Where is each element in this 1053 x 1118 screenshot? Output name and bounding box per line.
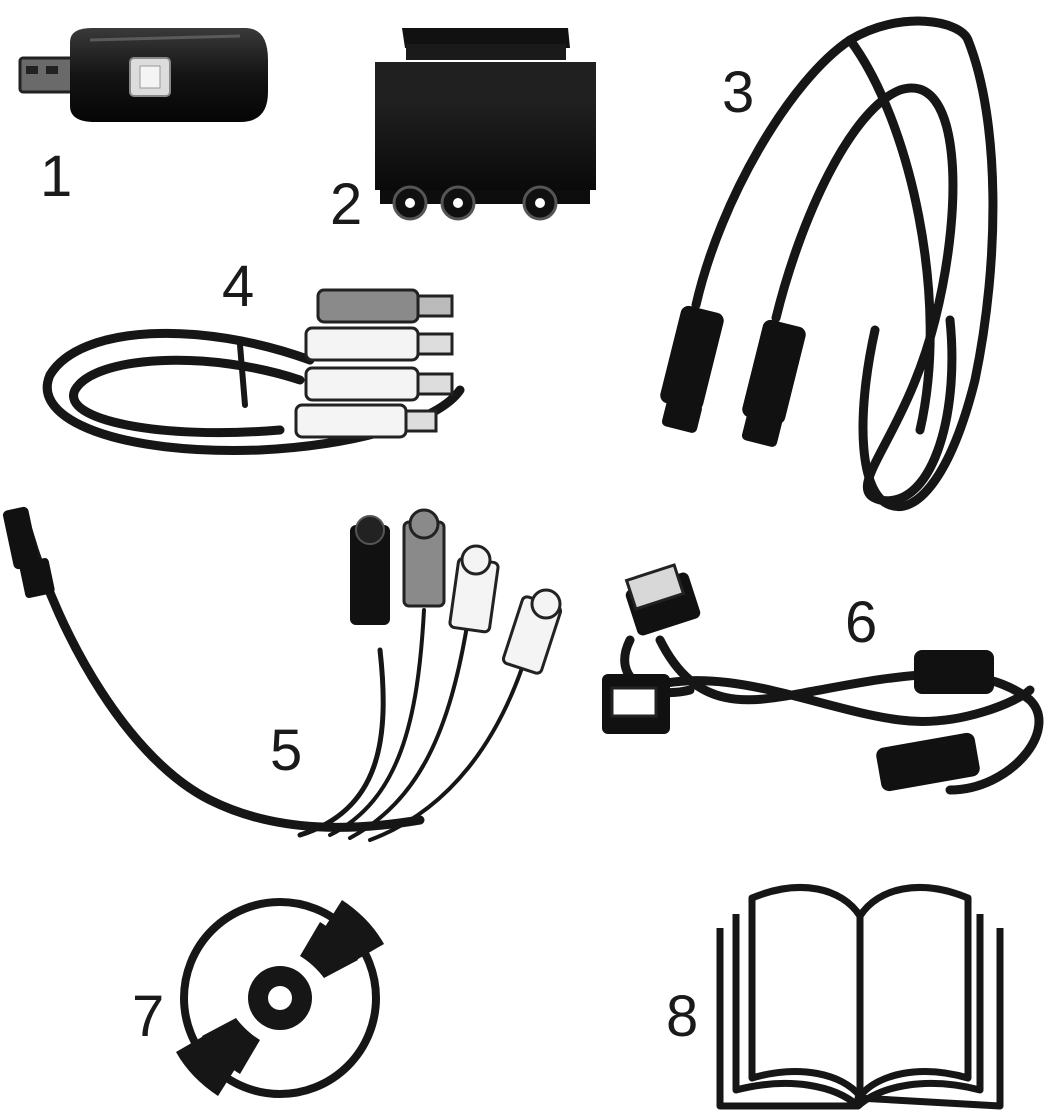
ferrite-bead-1 — [914, 650, 994, 694]
rca-av-cable-icon — [42, 288, 465, 455]
s-video-cable-icon — [660, 16, 998, 511]
item-number-8: 8 — [666, 984, 698, 1049]
breakout-av-cable-icon — [2, 506, 563, 842]
s-video-plug-right — [741, 319, 806, 447]
item-number-7: 7 — [132, 984, 164, 1049]
item-number-6: 6 — [845, 590, 877, 655]
item-number-5: 5 — [270, 718, 302, 783]
s-video-jack — [350, 515, 390, 625]
item-number-4: 4 — [222, 254, 254, 319]
user-manual-book-icon — [716, 884, 1004, 1110]
ferrite-bead-2 — [876, 732, 980, 792]
item-number-3: 3 — [722, 60, 754, 125]
s-video-plug-left — [660, 305, 724, 433]
usb-a-male-plug — [624, 563, 701, 636]
usb-extension-cable-icon — [602, 563, 1044, 795]
item-number-2: 2 — [330, 172, 362, 237]
item-number-1: 1 — [40, 144, 72, 209]
scart-adapter-icon — [375, 28, 596, 221]
usb-capture-stick-icon — [18, 28, 268, 122]
rca-jack-grey — [402, 508, 446, 608]
rca-jack-white-1 — [448, 544, 500, 634]
usb-a-female-socket — [602, 674, 670, 734]
rca-plug-white-1 — [304, 326, 454, 362]
software-cd-icon — [176, 898, 384, 1098]
rca-plug-white-2 — [304, 366, 454, 402]
rca-plug-white-3 — [294, 403, 438, 439]
rca-jack-white-2 — [501, 588, 563, 675]
mini-din-plug — [2, 506, 55, 598]
rca-plug-grey — [316, 288, 454, 324]
